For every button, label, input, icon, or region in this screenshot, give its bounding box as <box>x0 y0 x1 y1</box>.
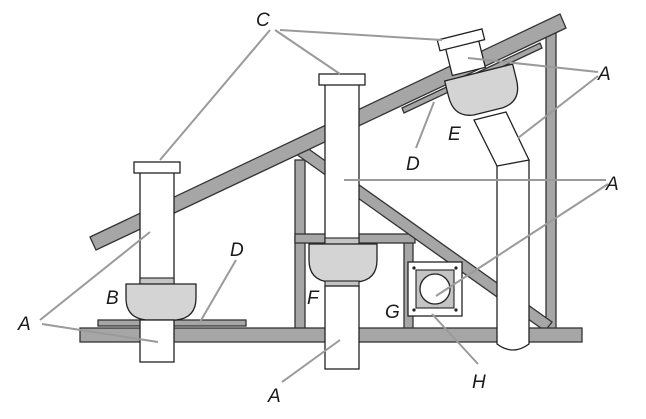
left-chimney-cap <box>133 161 181 174</box>
right-chimney <box>436 28 530 351</box>
label-a-mid-right: A <box>605 174 619 195</box>
screw-bottom-left <box>412 308 416 312</box>
leader-h <box>431 313 479 365</box>
label-b: B <box>106 288 119 309</box>
middle-stove-pipe <box>324 285 360 370</box>
truss-vertical-left <box>294 159 306 331</box>
wall-thimble <box>407 261 463 317</box>
left-chimney <box>125 161 197 363</box>
leader-c-right <box>279 29 443 41</box>
support-box-e <box>443 63 519 116</box>
label-a-left: A <box>17 314 31 335</box>
labels: C A E D A D B F G A H A <box>17 10 619 407</box>
label-a-bottom: A <box>267 386 281 407</box>
middle-chimney-collar <box>324 237 360 245</box>
right-chimney-lower-pipe <box>496 159 530 351</box>
label-f: F <box>307 288 320 309</box>
left-chimney-collar <box>139 277 175 285</box>
right-chimney-cap <box>436 28 486 52</box>
screw-top-right <box>454 266 458 270</box>
label-d-roof: D <box>406 154 420 175</box>
right-wall-stud <box>545 29 557 341</box>
label-h: H <box>472 372 486 393</box>
label-g: G <box>385 302 400 323</box>
leader-c-left <box>159 29 271 161</box>
label-c: C <box>256 10 270 31</box>
middle-chimney-cap <box>318 73 366 86</box>
leader-a-right-top-1 <box>467 57 599 73</box>
thimble-opening <box>419 273 451 305</box>
label-a-top-right: A <box>597 64 611 85</box>
right-chimney-elbow <box>473 111 530 167</box>
screw-bottom-right <box>454 308 458 312</box>
leader-d-floor <box>199 259 237 323</box>
support-box-f <box>308 243 378 283</box>
leader-a-right-mid-2 <box>435 183 609 297</box>
label-e: E <box>448 124 461 145</box>
leader-a-left-lower <box>41 323 159 343</box>
left-chimney-pipe <box>139 171 175 285</box>
leader-a-left-upper <box>39 231 151 321</box>
leader-a-right-top-2 <box>517 75 599 139</box>
middle-chimney <box>308 73 378 370</box>
leader-a-bottom <box>281 339 341 383</box>
label-d-floor: D <box>230 240 244 261</box>
middle-chimney-pipe <box>324 83 360 245</box>
leader-d-roof <box>415 101 435 149</box>
screw-top-left <box>412 266 416 270</box>
support-box-b <box>125 283 197 321</box>
leader-lines <box>39 29 609 383</box>
leader-c-middle <box>274 29 341 75</box>
